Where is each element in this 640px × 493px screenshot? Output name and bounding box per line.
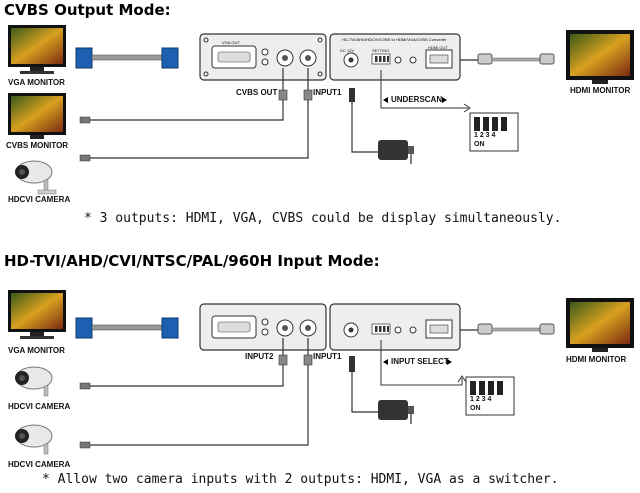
cvbs-monitor-icon bbox=[8, 93, 66, 139]
camera2-cable bbox=[90, 338, 309, 446]
dip-numbers-label: 1 2 3 4 bbox=[470, 396, 492, 403]
bnc-plug-icon bbox=[278, 354, 288, 366]
input2-label: INPUT2 bbox=[245, 352, 274, 361]
converter-device bbox=[199, 303, 461, 351]
vga-out-label: VGA OUT bbox=[222, 40, 240, 45]
camera1-cable bbox=[90, 338, 284, 387]
input1-label: INPUT1 bbox=[313, 88, 342, 97]
camera-label: HDCVI CAMERA bbox=[8, 195, 71, 204]
bnc-plug-icon bbox=[79, 441, 91, 449]
vga-monitor-icon bbox=[8, 25, 66, 74]
section2-note: * Allow two camera inputs with 2 outputs… bbox=[42, 472, 559, 487]
hdmi-monitor-label: HDMI MONITOR bbox=[570, 86, 631, 95]
cvbs-out-label: CVBS OUT bbox=[236, 88, 278, 97]
vga-cable-icon bbox=[75, 317, 179, 339]
camera-icon bbox=[15, 424, 53, 455]
dip-switch-callout bbox=[380, 340, 515, 416]
vga-monitor-label: VGA MONITOR bbox=[8, 346, 65, 355]
power-adapter-icon bbox=[349, 88, 414, 164]
converter-device: VGA OUT HD-TVI/AHD/HDCVI/CVBS to HDMI/VG… bbox=[199, 33, 461, 81]
dip-on-label: ON bbox=[474, 141, 485, 148]
device-title: HD-TVI/AHD/HDCVI/CVBS to HDMI/VGA/CVBS C… bbox=[342, 37, 447, 42]
arrow-right-icon bbox=[442, 97, 447, 103]
hdmi-monitor-icon bbox=[566, 30, 634, 84]
vga-cable-icon bbox=[75, 47, 179, 69]
camera1-label: HDCVI CAMERA bbox=[8, 402, 71, 411]
cvbs-monitor-label: CVBS MONITOR bbox=[6, 141, 69, 150]
power-adapter-icon bbox=[349, 356, 414, 424]
dip-on-label: ON bbox=[470, 405, 481, 412]
arrow-right-icon bbox=[447, 359, 452, 365]
underscan-label: UNDERSCAN bbox=[391, 95, 443, 104]
bnc-plug-icon bbox=[79, 154, 91, 162]
hdmi-monitor-label: HDMI MONITOR bbox=[566, 355, 627, 364]
bnc-plug-icon bbox=[303, 89, 313, 101]
arrow-left-icon bbox=[383, 97, 388, 103]
camera-icon bbox=[15, 160, 57, 195]
section1-heading: CVBS Output Mode: bbox=[4, 1, 171, 19]
hdmi-monitor-icon bbox=[566, 298, 634, 352]
bnc-plug-icon bbox=[303, 354, 313, 366]
bnc-plug-icon bbox=[278, 89, 288, 101]
camera2-label: HDCVI CAMERA bbox=[8, 460, 71, 469]
section1-note: * 3 outputs: HDMI, VGA, CVBS could be di… bbox=[84, 211, 562, 226]
hdmi-cable-icon bbox=[460, 53, 555, 65]
dip-switch-callout bbox=[380, 70, 519, 152]
dip-numbers-label: 1 2 3 4 bbox=[474, 132, 496, 139]
vga-monitor-icon bbox=[8, 290, 66, 339]
bnc-plug-icon bbox=[79, 116, 91, 124]
camera-icon bbox=[15, 366, 53, 397]
vga-monitor-label: VGA MONITOR bbox=[8, 78, 65, 87]
setting-label: SETTING bbox=[372, 48, 390, 53]
arrow-left-icon bbox=[383, 359, 388, 365]
hdmi-cable-icon bbox=[460, 323, 555, 335]
section2-heading: HD-TVI/AHD/CVI/NTSC/PAL/960H Input Mode: bbox=[4, 252, 380, 270]
input1-label: INPUT1 bbox=[313, 352, 342, 361]
input-select-label: INPUT SELECT bbox=[391, 357, 449, 366]
bnc-plug-icon bbox=[79, 382, 91, 390]
hdmi-out-label: HDMI OUT bbox=[428, 45, 448, 50]
cvbs-cable bbox=[90, 68, 284, 121]
dc-in-label: DC 12V bbox=[340, 48, 355, 53]
camera-cable bbox=[90, 68, 309, 159]
